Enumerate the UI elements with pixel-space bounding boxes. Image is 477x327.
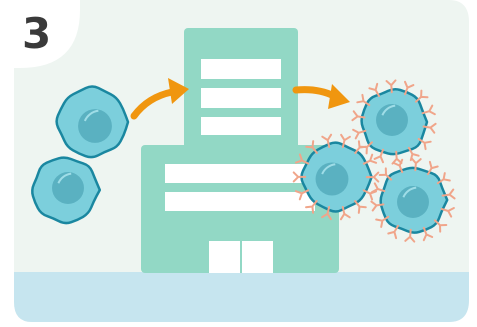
tower-window-2: [201, 88, 281, 108]
cell-nucleus: [376, 104, 408, 136]
base-window-2: [165, 192, 315, 211]
cell-nucleus: [316, 163, 349, 196]
output-cell-2-icon: [294, 135, 379, 220]
tower-window-3: [201, 117, 281, 135]
base-window-1: [165, 164, 315, 183]
cell-nucleus: [397, 186, 429, 218]
tower-window-1: [201, 59, 281, 79]
door-left: [209, 241, 240, 273]
ground: [0, 272, 477, 327]
cell-nucleus: [52, 172, 84, 204]
door-right: [242, 241, 273, 273]
step-number: 3: [22, 6, 51, 62]
cell-nucleus: [78, 109, 112, 143]
